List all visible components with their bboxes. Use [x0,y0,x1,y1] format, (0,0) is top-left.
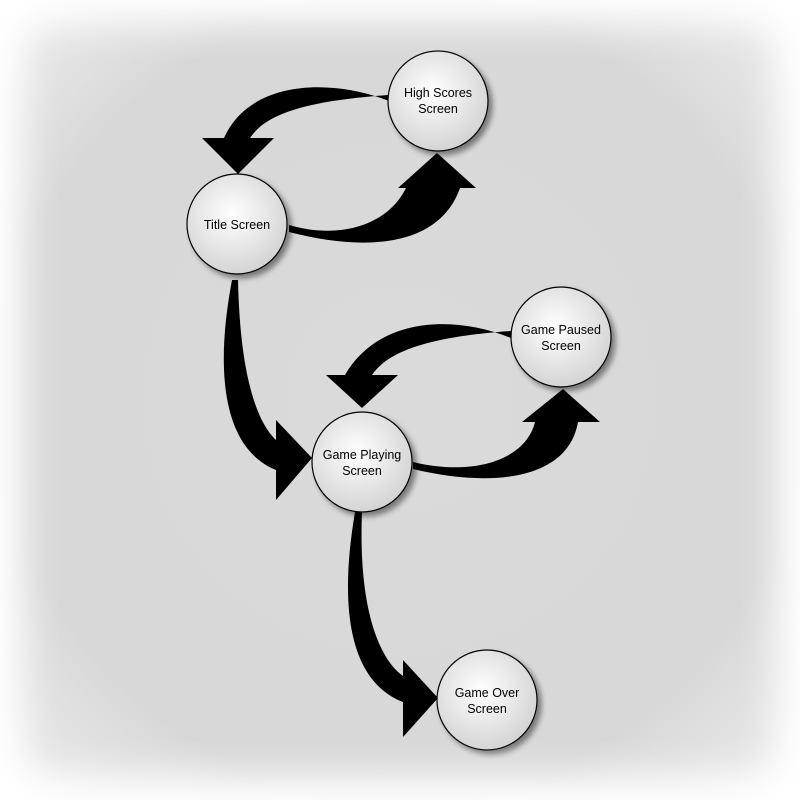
node-label-line-2: Screen [541,339,581,353]
arrow-head [403,660,438,737]
node-game-playing-screen[interactable]: Game Playing Screen [311,411,413,513]
node-label-line-2: Screen [418,102,458,116]
node-high-scores-screen[interactable]: High Scores Screen [387,50,489,152]
arrow-shaft [413,422,578,479]
arrow-title-to-game-playing [223,280,312,500]
node-label-line-2: Screen [342,464,382,478]
arrow-high-scores-to-title [202,87,389,174]
node-label-line-1: Game Over [455,686,520,700]
arrow-head [202,138,274,174]
arrow-game-playing-to-game-over [347,512,438,737]
node-game-over-screen[interactable]: Game Over Screen [436,649,538,751]
arrow-shaft [345,324,511,375]
arrow-shaft [224,87,389,138]
arrow-game-paused-to-game-playing [326,324,511,408]
node-label-line-1: Title Screen [204,218,270,232]
arrow-shaft [347,512,403,702]
arrow-head [522,389,600,422]
arrow-game-playing-to-game-paused [413,389,600,479]
arrow-head [398,153,476,188]
node-label-line-1: Game Playing [323,448,402,462]
arrow-shaft [223,280,276,470]
arrow-head [326,375,398,408]
node-game-paused-screen[interactable]: Game Paused Screen [510,286,612,388]
arrow-head [276,420,312,500]
node-label-line-1: Game Paused [521,323,601,337]
arrow-title-to-high-scores [289,153,476,243]
arrow-shaft [289,188,460,243]
node-label-line-1: High Scores [404,86,472,100]
node-title-screen[interactable]: Title Screen [186,173,288,275]
node-label-line-2: Screen [467,702,507,716]
